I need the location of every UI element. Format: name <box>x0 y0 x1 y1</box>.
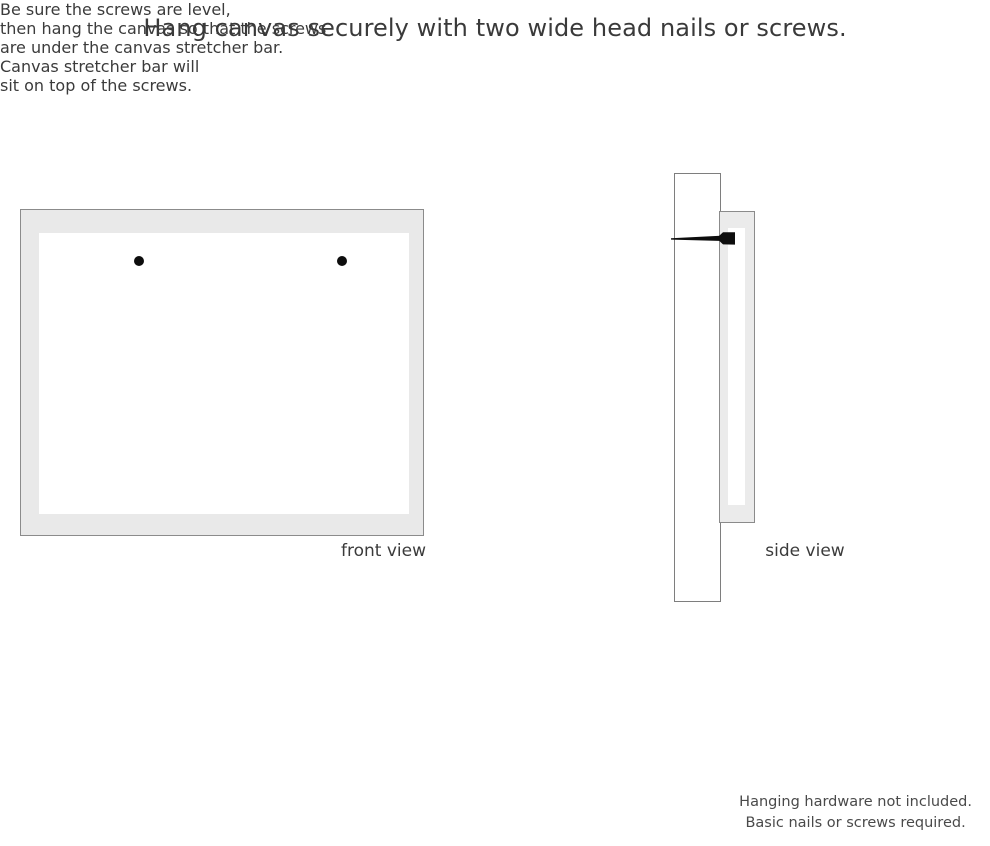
front-view-diagram <box>20 209 426 538</box>
front-view-label: front view <box>341 541 426 561</box>
screw-head-dot-left-icon <box>134 256 144 266</box>
side-view-caption: Canvas stretcher bar will sit on top of … <box>0 57 290 95</box>
footer-note: Hanging hardware not included. Basic nai… <box>739 792 972 834</box>
screw-head-dot-right-icon <box>337 256 347 266</box>
screw-profile-icon <box>671 232 735 245</box>
side-view-caption-line-1: Canvas stretcher bar will <box>0 57 200 76</box>
front-view-caption-line-3: are under the canvas stretcher bar. <box>0 38 284 57</box>
canvas-face-front <box>39 233 409 514</box>
side-view-diagram <box>660 160 840 610</box>
canvas-frame-front <box>20 209 424 536</box>
front-view-caption-line-1: Be sure the screws are level, <box>0 0 231 19</box>
footer-note-line-1: Hanging hardware not included. <box>739 794 972 810</box>
front-view-caption-line-2: then hang the canvas so that the screws <box>0 19 327 38</box>
page-title: Hang canvas securely with two wide head … <box>143 14 847 42</box>
footer-note-line-2: Basic nails or screws required. <box>745 815 966 831</box>
canvas-face-side <box>728 228 745 505</box>
front-view-caption: Be sure the screws are level, then hang … <box>0 0 443 57</box>
side-view-label: side view <box>765 541 845 561</box>
side-view-caption-line-2: sit on top of the screws. <box>0 76 193 95</box>
